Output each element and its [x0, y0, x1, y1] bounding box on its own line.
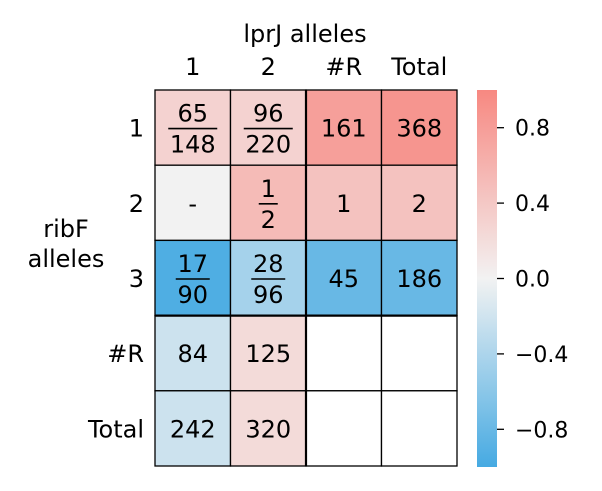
cell-denominator: 90	[177, 281, 208, 309]
cell-label: 1	[336, 190, 351, 218]
cell-label: 186	[396, 265, 442, 293]
heatmap-cell	[154, 89, 232, 166]
cell-label: 320	[245, 415, 291, 443]
colorbar: 0.8 0.4 0.0 −0.4 −0.8	[477, 90, 568, 467]
cell-label: 45	[328, 265, 359, 293]
heatmap-cell	[305, 314, 383, 392]
y-tick-label: #R	[107, 340, 144, 368]
y-tick-label: 1	[129, 115, 144, 143]
cell-label: 368	[396, 115, 442, 143]
heatmap-cell	[380, 89, 458, 166]
cell-denominator: 2	[261, 206, 276, 234]
cell-denominator: 220	[245, 131, 291, 159]
cell-label: 242	[170, 415, 216, 443]
colorbar-tick-label: 0.4	[515, 192, 550, 217]
colorbar-tick-label: 0.0	[515, 268, 550, 293]
cell-label: -	[188, 190, 197, 218]
y-axis-label-line: ribF	[43, 215, 89, 243]
y-tick-label: 2	[129, 190, 144, 218]
heatmap-cell	[305, 390, 383, 467]
y-tick-labels: 1 2 3 #R Total	[87, 115, 144, 444]
cell-denominator: 148	[170, 131, 216, 159]
colorbar-gradient	[477, 90, 497, 467]
heatmap-cell	[380, 239, 458, 317]
cell-denominator: 96	[253, 281, 284, 309]
cell-numerator: 96	[253, 100, 284, 128]
heatmap-cell	[154, 390, 232, 467]
y-axis-label-line: alleles	[28, 245, 105, 273]
heatmap-cell	[380, 390, 458, 467]
x-tick-label: 2	[261, 53, 276, 81]
cell-label: 84	[177, 340, 208, 368]
x-tick-label: #R	[325, 53, 362, 81]
cell-numerator: 1	[261, 175, 276, 203]
heatmap-cell	[229, 239, 307, 317]
cell-numerator: 28	[253, 250, 284, 278]
cell-numerator: 65	[177, 100, 208, 128]
heatmap-cell	[380, 314, 458, 392]
cell-label: 125	[245, 340, 291, 368]
heatmap-cell	[229, 89, 307, 166]
heatmap-cell	[229, 390, 307, 467]
x-tick-label: Total	[390, 53, 447, 81]
colorbar-tick-label: −0.8	[515, 418, 568, 443]
heatmap-cells: 65 148 96 220 161 368 - 1 2 1 2 17 90 28 96 45 186 84 125 2…	[154, 89, 458, 467]
x-axis-label: lprJ alleles	[243, 20, 366, 48]
cell-label: 2	[412, 190, 427, 218]
colorbar-tick-label: 0.8	[515, 117, 550, 142]
heatmap-cell	[305, 239, 383, 317]
y-tick-label: 3	[129, 265, 144, 293]
heatmap-cell	[154, 314, 232, 392]
colorbar-tick-label: −0.4	[515, 343, 568, 368]
x-tick-label: 1	[185, 53, 200, 81]
cell-numerator: 17	[177, 250, 208, 278]
heatmap-cell	[380, 164, 458, 242]
cell-label: 161	[321, 115, 367, 143]
heatmap-cell	[154, 239, 232, 317]
heatmap-cell	[229, 164, 307, 242]
y-tick-label: Total	[87, 415, 144, 443]
x-tick-labels: 1 2 #R Total	[185, 53, 447, 81]
